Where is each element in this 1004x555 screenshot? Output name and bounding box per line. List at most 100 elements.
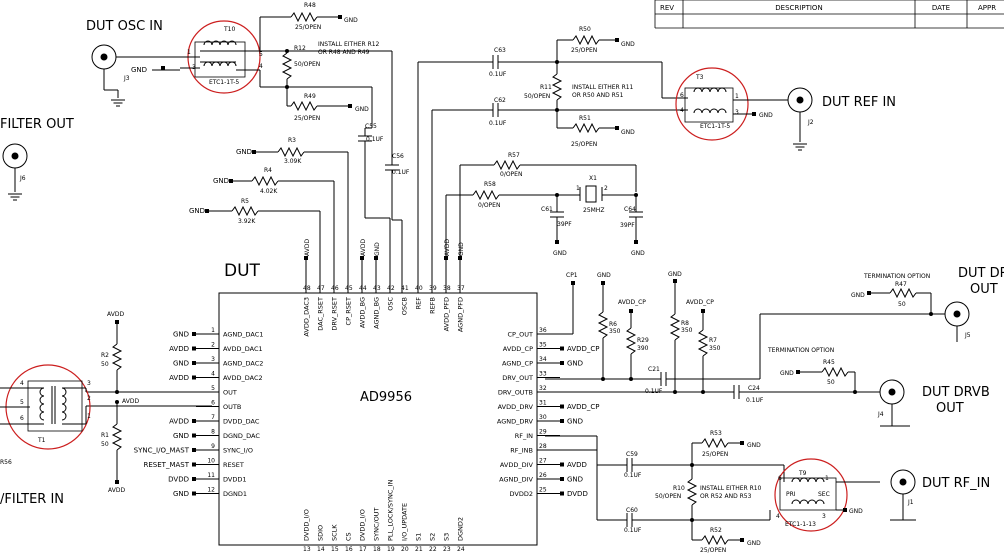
pin-name: AVDD_DRV bbox=[498, 403, 534, 411]
t9-part-label: ETC1-1-13 bbox=[785, 521, 816, 528]
pin-number: 1 bbox=[211, 327, 215, 334]
pin-name: CP_RSET bbox=[345, 297, 353, 325]
pin-number: 10 bbox=[207, 458, 215, 465]
r45-label: R45 bbox=[823, 359, 835, 366]
c59-value: 0.1UF bbox=[624, 472, 642, 479]
r45-value: 50 bbox=[827, 379, 835, 386]
pin-name: PLL_LOCK/SYNC_IN bbox=[387, 479, 395, 541]
j4-label: J4 bbox=[877, 411, 884, 418]
avdd-cp-label-r29: AVDD_CP bbox=[618, 299, 646, 306]
j6-label: J6 bbox=[19, 175, 26, 182]
r4-value: 4.02K bbox=[260, 188, 278, 195]
svg-text:1: 1 bbox=[87, 413, 91, 420]
svg-text:4: 4 bbox=[259, 63, 263, 70]
t10-part-label: ETC1-1T-5 bbox=[209, 79, 239, 86]
x1-label: X1 bbox=[589, 175, 597, 182]
pin-number: 31 bbox=[539, 400, 547, 407]
gnd-label-r45: GND bbox=[780, 370, 794, 377]
pin-number: 25 bbox=[539, 487, 547, 494]
chip-pin-bottom: 16 CS bbox=[345, 532, 353, 553]
pin-number: 47 bbox=[317, 285, 325, 292]
r48-label: R48 bbox=[304, 2, 316, 9]
pin-name: DGND2 bbox=[457, 517, 465, 541]
pin-number: 37 bbox=[457, 285, 465, 292]
r56-label: R56 bbox=[0, 459, 12, 466]
r53-label: R53 bbox=[710, 430, 722, 437]
pin-net-label: GND bbox=[173, 432, 189, 440]
pin-name: AVDD_PFD bbox=[443, 297, 451, 331]
pin-name: AGND_DAC2 bbox=[223, 360, 263, 368]
r53-value: 25/OPEN bbox=[702, 451, 728, 458]
c21-label: C21 bbox=[648, 366, 660, 373]
title-block: REV DESCRIPTION DATE APPR bbox=[654, 0, 1004, 29]
c60-label: C60 bbox=[626, 507, 638, 514]
r57-label: R57 bbox=[508, 152, 520, 159]
pin-name: DRV_OUTB bbox=[498, 389, 533, 397]
c63-value: 0.1UF bbox=[489, 71, 507, 78]
r12-label: R12 bbox=[294, 45, 306, 52]
filter-out-label: FILTER OUT bbox=[0, 117, 74, 132]
pin-name: AVDD_DIV bbox=[500, 461, 534, 469]
r12-value: 50/OPEN bbox=[294, 61, 320, 68]
gnd-label-t3: GND bbox=[759, 112, 773, 119]
c64-label: C64 bbox=[624, 206, 636, 213]
pin-number: 16 bbox=[345, 546, 353, 553]
install-note-2a: INSTALL EITHER R11 bbox=[572, 84, 634, 91]
svg-text:6: 6 bbox=[680, 92, 684, 99]
t1-label: T1 bbox=[37, 437, 46, 444]
svg-text:3: 3 bbox=[735, 109, 739, 116]
pin-name: CS bbox=[345, 532, 353, 541]
pin-number: 23 bbox=[443, 546, 451, 553]
c56-value: 0.1UF bbox=[392, 169, 410, 176]
x1-crystal: X1 25MHZ 1 2 bbox=[576, 175, 636, 214]
j1-rf-connector: J1 bbox=[890, 469, 916, 521]
r10-label: R10 bbox=[673, 485, 685, 492]
svg-text:1: 1 bbox=[825, 475, 829, 482]
c63-capacitor: C63 0.1UF bbox=[489, 47, 557, 78]
svg-text:5: 5 bbox=[259, 51, 263, 58]
r50-label: R50 bbox=[579, 26, 591, 33]
r2-label: R2 bbox=[101, 352, 109, 359]
dut-drvb-out-label-1: DUT DRVB bbox=[922, 385, 990, 400]
pin-name: DGND1 bbox=[223, 490, 247, 498]
pin-name: AGND_DRV bbox=[497, 418, 534, 426]
c63-label: C63 bbox=[494, 47, 506, 54]
pin-net-label: AVDD bbox=[567, 461, 587, 469]
pin-name: AVDD_DAC1 bbox=[223, 345, 263, 353]
pin-net-label: GND bbox=[173, 360, 189, 368]
pin-net-label: AVDD bbox=[169, 418, 189, 426]
pin-number: 11 bbox=[207, 472, 215, 479]
pin-number: 22 bbox=[429, 546, 437, 553]
pin-name: DVDD_I/O bbox=[303, 509, 311, 541]
c62-label: C62 bbox=[494, 97, 506, 104]
svg-text:1: 1 bbox=[735, 93, 739, 100]
gnd-label-r3: GND bbox=[236, 148, 252, 156]
gnd-label-c61: GND bbox=[553, 250, 567, 257]
pin-number: 20 bbox=[401, 546, 409, 553]
gnd-label-r4: GND bbox=[213, 177, 229, 185]
r58-label: R58 bbox=[484, 181, 496, 188]
pin-name: DAC_RSET bbox=[317, 297, 325, 331]
pin-name: REFB bbox=[429, 297, 437, 314]
t10-label: T10 bbox=[223, 26, 235, 33]
dut-osc-in-label: DUT OSC IN bbox=[86, 19, 163, 34]
termination-option-2: TERMINATION OPTION bbox=[767, 347, 834, 354]
r58-value: 0/OPEN bbox=[478, 202, 500, 209]
